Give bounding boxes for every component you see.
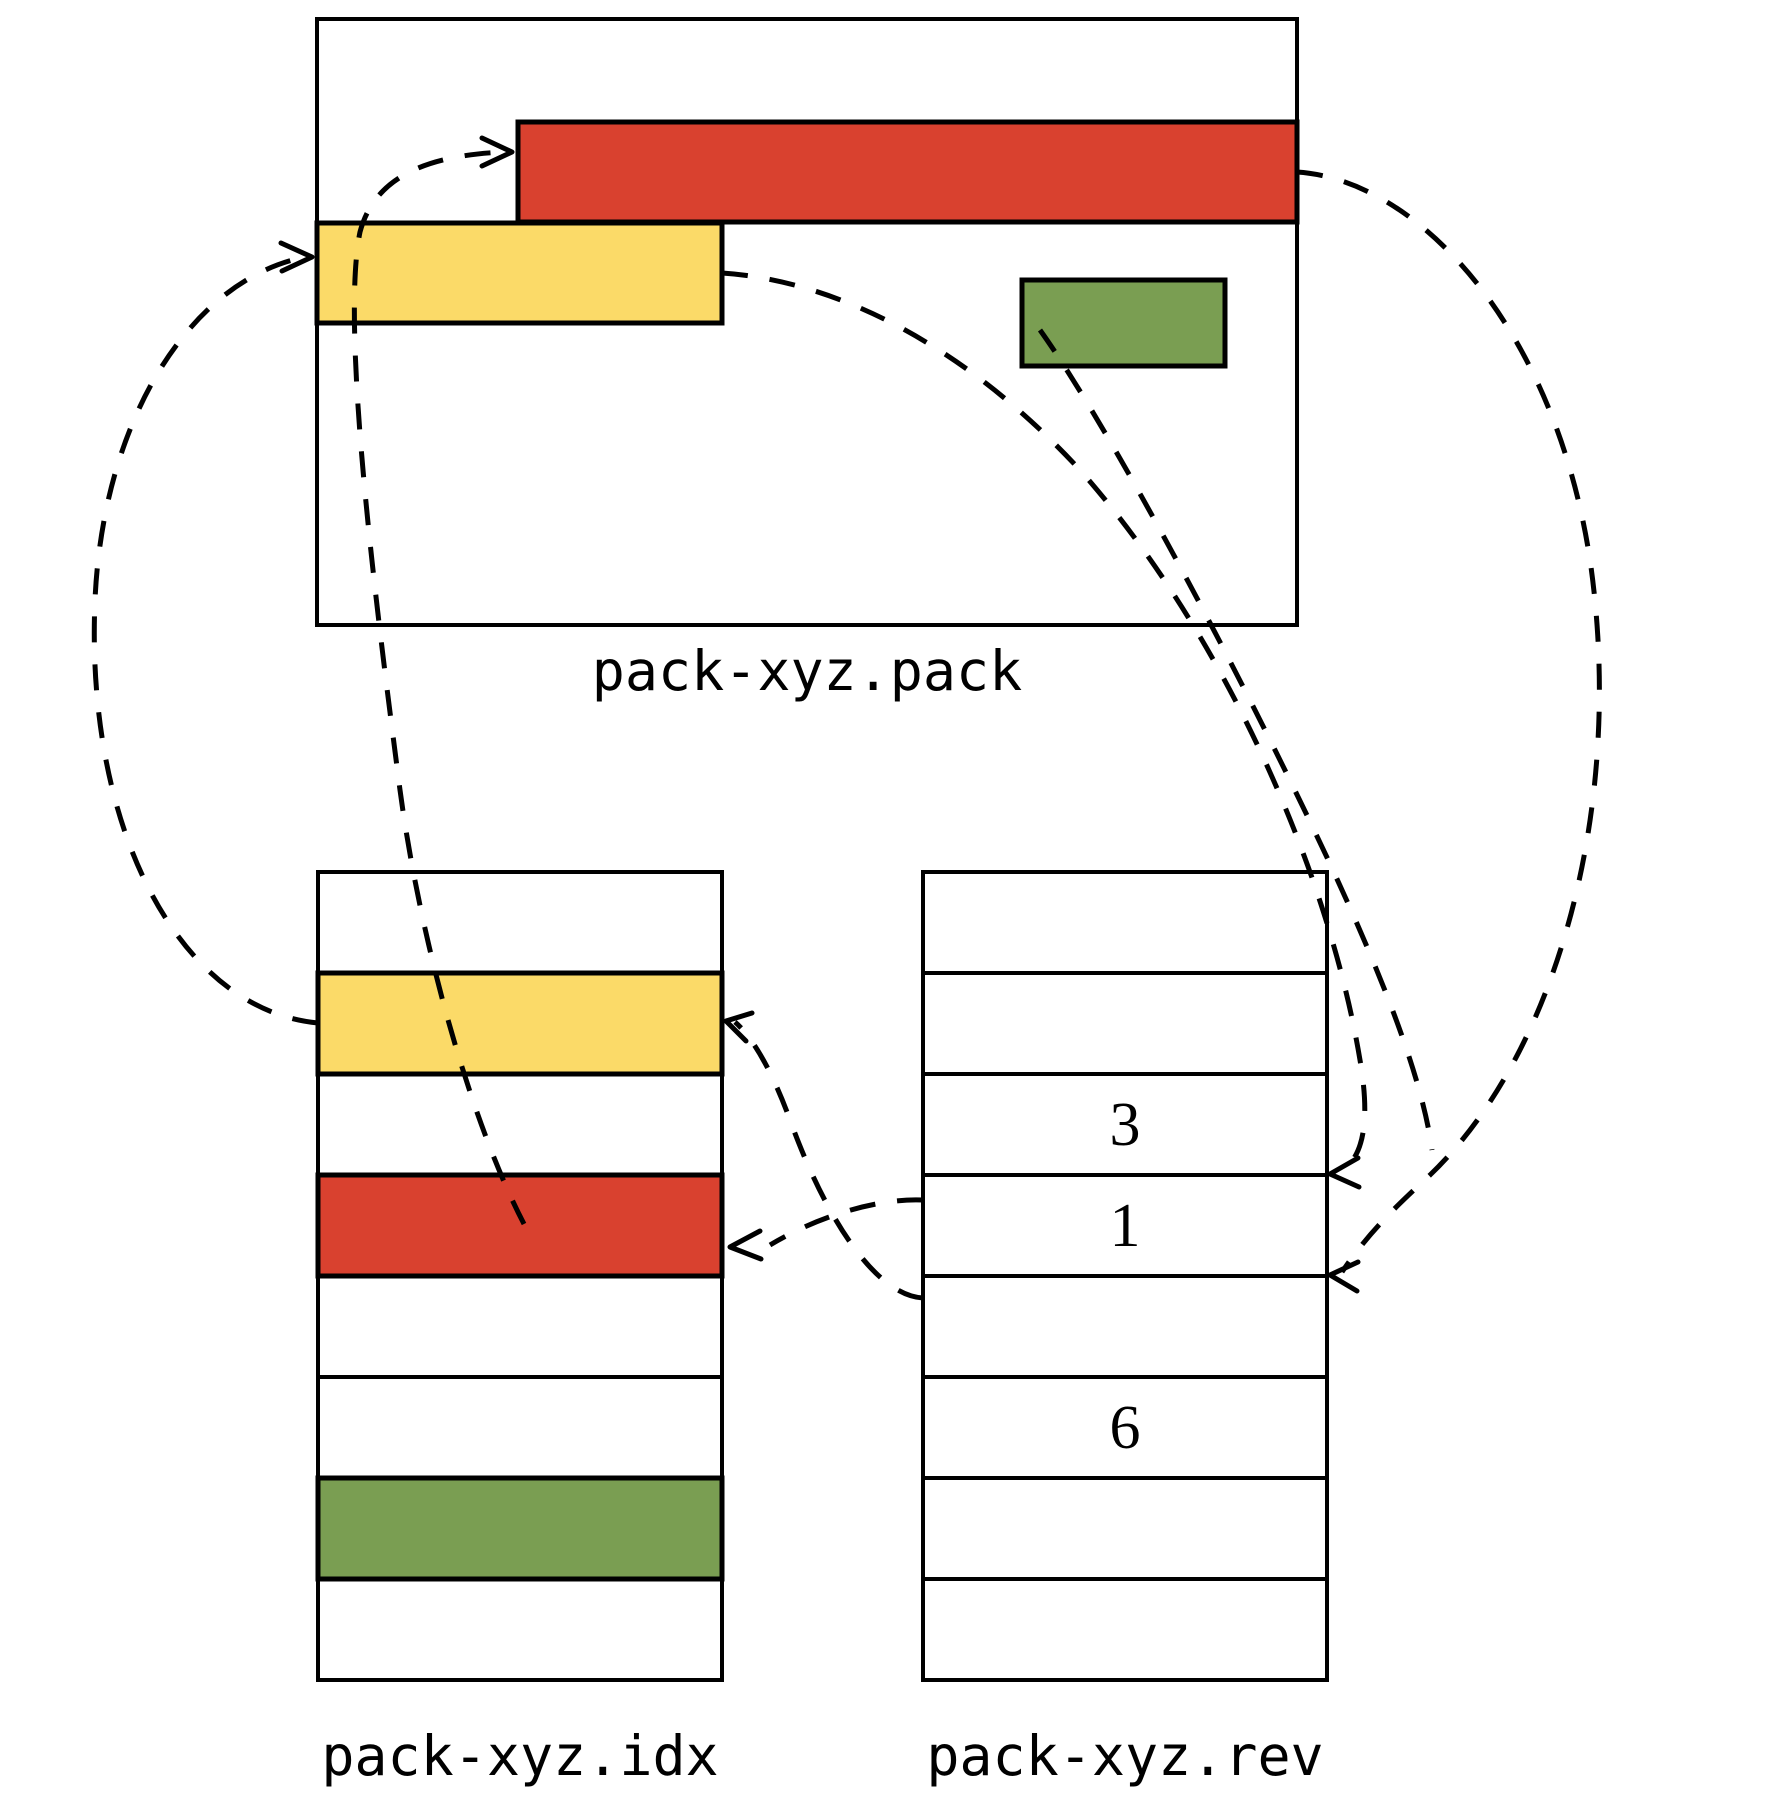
idx-file-box: [315, 870, 725, 1682]
arrowhead-pack-red: [479, 135, 515, 169]
idx-row-yellow: [315, 970, 725, 1077]
connector-rev-1-to-idx-yellow: [733, 1020, 924, 1301]
arrowhead-idx-yellow: [723, 1010, 755, 1044]
connector-pack-yellow-to-rev-3: [721, 270, 1368, 1175]
idx-row-red: [315, 1172, 725, 1279]
connector-rev-3-to-idx-red: [768, 1197, 924, 1248]
idx-row-green: [315, 1475, 725, 1582]
arrowhead-rev-row-3: [1327, 1155, 1362, 1190]
rev-file-caption: pack-xyz.rev: [926, 1724, 1323, 1788]
connector-pack-green-trace: [1037, 328, 1435, 1151]
pack-green-object: [1019, 277, 1228, 369]
rev-row-value-5: 6: [1110, 1394, 1141, 1462]
arrowhead-pack-yellow: [278, 240, 315, 274]
rev-file-box: 3 1 6: [921, 870, 1329, 1682]
pack-red-object: [515, 119, 1300, 225]
idx-file-caption: pack-xyz.idx: [321, 1724, 718, 1788]
pack-file-caption: pack-xyz.pack: [592, 639, 1022, 703]
arrowhead-rev-row-1: [1327, 1259, 1361, 1294]
connector-idx-red-to-pack-red: [351, 149, 527, 1226]
connector-pack-red-to-rev-1: [1296, 169, 1602, 1274]
rev-row-value-3: 1: [1110, 1192, 1141, 1260]
connector-idx-yellow-to-pack-yellow: [91, 254, 319, 1026]
pack-yellow-object: [314, 220, 725, 326]
rev-row-value-2: 3: [1110, 1091, 1141, 1159]
arrowhead-idx-red: [727, 1228, 764, 1262]
